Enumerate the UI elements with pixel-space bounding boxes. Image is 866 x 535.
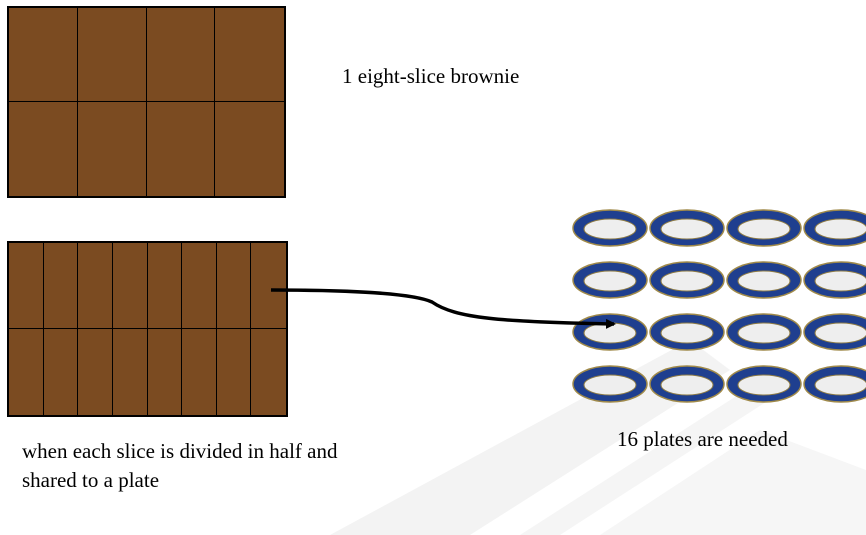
plate	[572, 365, 648, 403]
brownie-slice	[215, 8, 284, 102]
brownie-slice	[77, 8, 147, 102]
plates-group	[572, 209, 866, 403]
plate	[649, 365, 725, 403]
plate	[649, 313, 725, 351]
brownie-slice	[78, 243, 113, 329]
brownie-slice	[147, 329, 183, 415]
plate	[803, 365, 866, 403]
plate	[803, 313, 866, 351]
brownie-slice	[182, 243, 217, 329]
plate	[726, 365, 802, 403]
plate	[649, 209, 725, 247]
brownie-slice	[146, 102, 216, 196]
brownie-slice-grid	[9, 8, 284, 196]
brownie-slice	[182, 329, 217, 415]
halved-slices-brownie	[7, 241, 288, 417]
brownie-slice	[77, 102, 147, 196]
halved-brownie-label: when each slice is divided in half and s…	[22, 439, 338, 492]
brownie-slice	[9, 243, 44, 329]
brownie-label: 1 eight-slice brownie	[342, 64, 520, 88]
eight-slice-brownie	[7, 6, 286, 198]
plate	[649, 261, 725, 299]
brownie-slice	[43, 329, 79, 415]
brownie-slice	[9, 8, 78, 102]
brownie-slice	[147, 243, 183, 329]
plate	[726, 209, 802, 247]
plate	[726, 261, 802, 299]
brownie-slice	[251, 243, 286, 329]
plates-label: 16 plates are needed	[617, 427, 788, 451]
brownie-slice	[215, 102, 284, 196]
brownie-slice	[9, 102, 78, 196]
halved-slice-grid	[9, 243, 286, 415]
plate	[803, 209, 866, 247]
brownie-slice	[78, 329, 113, 415]
brownie-slice	[112, 243, 148, 329]
brownie-slice	[9, 329, 44, 415]
brownie-slice	[251, 329, 286, 415]
plate	[803, 261, 866, 299]
brownie-slice	[216, 329, 252, 415]
plate	[572, 209, 648, 247]
brownie-slice	[43, 243, 79, 329]
brownie-slice	[216, 243, 252, 329]
plate	[572, 261, 648, 299]
brownie-slice	[112, 329, 148, 415]
brownie-slice	[146, 8, 216, 102]
plate	[726, 313, 802, 351]
